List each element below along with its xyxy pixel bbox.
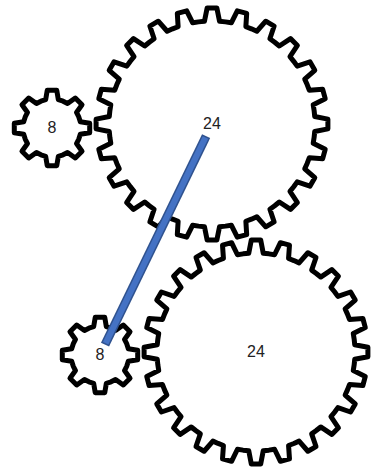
connecting-bar bbox=[107, 140, 204, 340]
small-gear bbox=[14, 90, 89, 165]
tooth-count: 8 bbox=[48, 120, 57, 136]
gear-node: 8 bbox=[35, 111, 70, 146]
bar-fill bbox=[107, 140, 204, 340]
gear-node: 24 bbox=[197, 293, 316, 412]
gear-node: 24 bbox=[150, 62, 274, 186]
bar-edge bbox=[107, 140, 204, 340]
tooth-count: 24 bbox=[203, 116, 221, 132]
small-gear bbox=[62, 317, 137, 392]
gear-node: 8 bbox=[83, 338, 118, 373]
tooth-count: 8 bbox=[96, 347, 105, 363]
tooth-count: 24 bbox=[247, 344, 265, 360]
large-gear bbox=[144, 240, 368, 464]
large-gear bbox=[96, 8, 328, 240]
